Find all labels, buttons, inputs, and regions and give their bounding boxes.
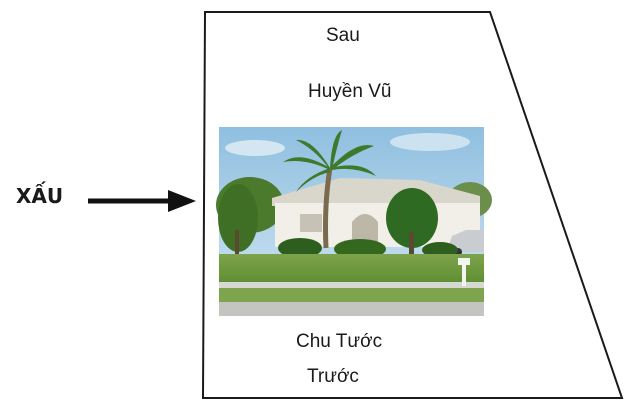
arrow [88,190,196,212]
land-plot-outline [201,11,624,399]
street [219,302,484,316]
sidewalk [219,282,484,288]
front-lawn [219,254,484,284]
label-xau: XẤU [16,184,64,208]
label-sau: Sau [326,25,360,46]
palm-trunk [323,167,333,249]
right-tree [386,188,438,248]
house-photo [216,127,492,316]
palm-fronds [283,130,376,192]
car [448,230,484,252]
arrow-head [168,190,196,212]
label-huyen-vu: Huyền Vũ [308,81,392,102]
label-chu-tuoc: Chu Tước [296,331,383,352]
label-truoc: Trước [307,366,359,387]
